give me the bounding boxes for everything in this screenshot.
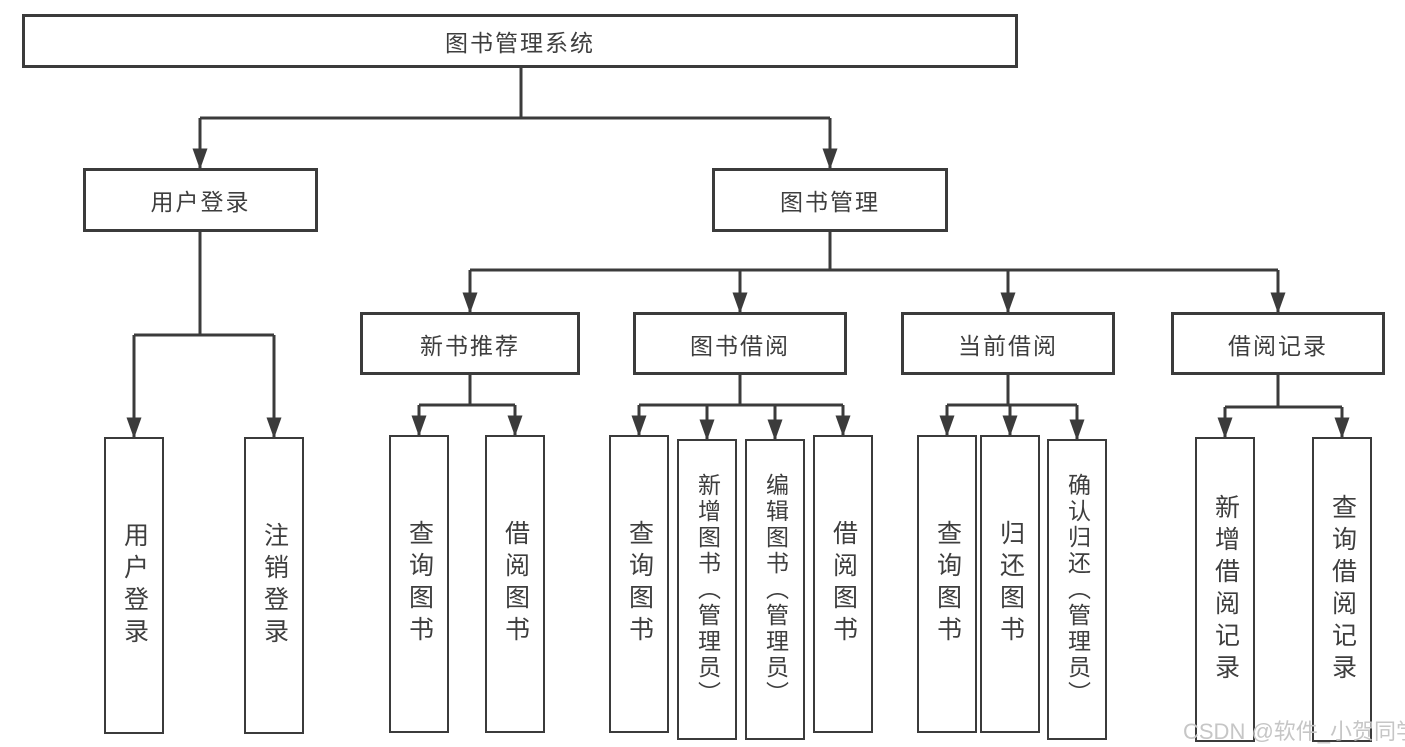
leaf-query-books-3-label: 查询图书 <box>933 520 962 648</box>
leaf-query-borrow-record: 查询借阅记录 <box>1312 437 1372 742</box>
leaf-query-books-2: 查询图书 <box>609 435 669 733</box>
node-borrow-records: 借阅记录 <box>1171 312 1385 375</box>
csdn-watermark: CSDN @软件_小贺同学 <box>1183 719 1405 744</box>
leaf-user-login: 用户登录 <box>104 437 164 734</box>
leaf-confirm-return-admin-label: 确认归还（管理员） <box>1064 472 1091 707</box>
node-new-book-recommend-label: 新书推荐 <box>420 332 520 359</box>
leaf-add-books-admin: 新增图书（管理员） <box>677 439 737 740</box>
node-root-label: 图书管理系统 <box>445 30 595 56</box>
node-book-borrow: 图书借阅 <box>633 312 847 375</box>
leaf-confirm-return-admin: 确认归还（管理员） <box>1047 439 1107 740</box>
leaf-add-borrow-record-label: 新增借阅记录 <box>1211 493 1240 686</box>
node-current-borrow: 当前借阅 <box>901 312 1115 375</box>
leaf-borrow-books-2: 借阅图书 <box>813 435 873 733</box>
leaf-borrow-books-1: 借阅图书 <box>485 435 545 733</box>
leaf-query-books-1-label: 查询图书 <box>405 520 434 648</box>
leaf-edit-books-admin: 编辑图书（管理员） <box>745 439 805 740</box>
leaf-query-borrow-record-label: 查询借阅记录 <box>1328 493 1357 686</box>
node-root: 图书管理系统 <box>22 14 1018 68</box>
node-new-book-recommend: 新书推荐 <box>360 312 580 375</box>
node-book-management: 图书管理 <box>712 168 948 232</box>
leaf-query-books-3: 查询图书 <box>917 435 977 733</box>
leaf-logout-label: 注销登录 <box>260 521 289 650</box>
node-book-management-label: 图书管理 <box>780 189 880 215</box>
leaf-logout: 注销登录 <box>244 437 304 734</box>
node-user-login-label: 用户登录 <box>150 189 251 215</box>
node-user-login: 用户登录 <box>83 168 318 232</box>
leaf-add-borrow-record: 新增借阅记录 <box>1195 437 1255 742</box>
leaf-borrow-books-2-label: 借阅图书 <box>829 520 858 648</box>
leaf-query-books-2-label: 查询图书 <box>625 520 654 648</box>
leaf-query-books-1: 查询图书 <box>389 435 449 733</box>
leaf-user-login-label: 用户登录 <box>120 521 149 650</box>
leaf-return-books: 归还图书 <box>980 435 1040 733</box>
leaf-return-books-label: 归还图书 <box>996 520 1025 648</box>
node-current-borrow-label: 当前借阅 <box>958 332 1058 359</box>
node-borrow-records-label: 借阅记录 <box>1228 332 1328 359</box>
leaf-edit-books-admin-label: 编辑图书（管理员） <box>762 472 789 707</box>
node-book-borrow-label: 图书借阅 <box>690 332 790 359</box>
leaf-borrow-books-1-label: 借阅图书 <box>501 520 530 648</box>
leaf-add-books-admin-label: 新增图书（管理员） <box>694 472 721 707</box>
